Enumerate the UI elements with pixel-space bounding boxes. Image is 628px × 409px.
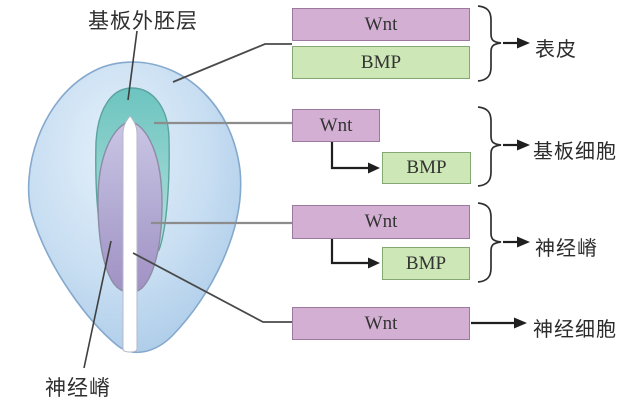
top-label-leader-line xyxy=(127,30,138,101)
connector-neural-cells xyxy=(132,252,292,323)
bmp-box-neural-crest: BMP xyxy=(382,247,470,280)
wnt-to-bmp-arrowhead-group3 xyxy=(368,257,380,269)
wnt-box-epidermis: Wnt xyxy=(292,8,470,41)
wnt-to-bmp-arrow-group3 xyxy=(330,239,369,265)
connector-epidermis xyxy=(172,43,292,83)
bmp-box-epidermis: BMP xyxy=(292,46,470,79)
target-label-neural-cells: 神经细胞 xyxy=(533,319,617,341)
target-label-epidermis: 表皮 xyxy=(535,39,577,61)
arrowhead-neural-crest xyxy=(517,236,530,248)
wnt-to-bmp-arrowhead-group2 xyxy=(368,162,380,174)
midline-slit xyxy=(122,115,138,353)
brace-placode-cells xyxy=(477,106,502,187)
placode-ectoderm-label: 基板外胚层 xyxy=(88,9,198,33)
arrowhead-neural-cells xyxy=(514,317,527,329)
wnt-box-neural-cells: Wnt xyxy=(292,307,470,340)
target-label-neural-crest: 神经嵴 xyxy=(535,238,598,260)
wnt-box-neural-crest: Wnt xyxy=(292,205,470,239)
target-label-placode-cells: 基板细胞 xyxy=(533,141,617,163)
wnt-box-placode-cells: Wnt xyxy=(292,109,380,142)
bottom-label-leader-line xyxy=(83,240,112,369)
arrowhead-epidermis xyxy=(517,37,530,49)
wnt-to-bmp-arrow-group2 xyxy=(330,142,369,170)
arrowhead-placode-cells xyxy=(517,139,530,151)
bmp-box-placode-cells: BMP xyxy=(382,152,471,184)
neural-crest-anatomy-label: 神经嵴 xyxy=(45,376,111,400)
brace-epidermis xyxy=(477,5,502,82)
brace-neural-crest xyxy=(477,202,502,283)
